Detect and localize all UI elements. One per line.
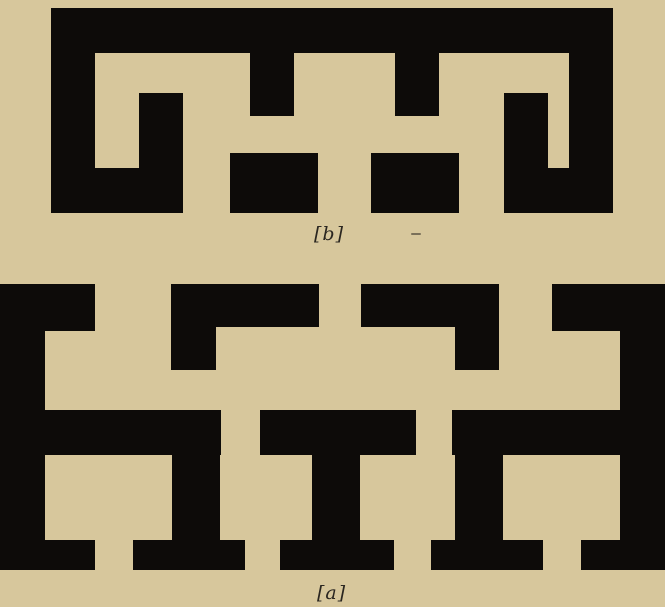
beam1-foot-left xyxy=(0,540,95,570)
right-block xyxy=(371,153,459,213)
figure-a-caption: [a] xyxy=(317,584,346,603)
right-hook-arm xyxy=(504,93,548,137)
left-hook-post xyxy=(139,93,183,213)
beam1-foot xyxy=(133,540,245,570)
frame-top xyxy=(51,8,613,53)
top-hook-right-drop xyxy=(455,284,499,370)
fret-pattern-b xyxy=(51,8,613,213)
top-hook-left-drop xyxy=(171,284,216,370)
beam2-foot xyxy=(280,540,394,570)
fret-pattern-a xyxy=(0,284,665,570)
left-stem xyxy=(250,8,294,116)
left-block xyxy=(230,153,318,213)
ink-speck xyxy=(411,233,421,235)
beam3-foot-right xyxy=(581,540,665,570)
beam3-foot xyxy=(431,540,543,570)
right-stem xyxy=(395,8,439,116)
figure-b-caption: [b] xyxy=(314,225,344,244)
